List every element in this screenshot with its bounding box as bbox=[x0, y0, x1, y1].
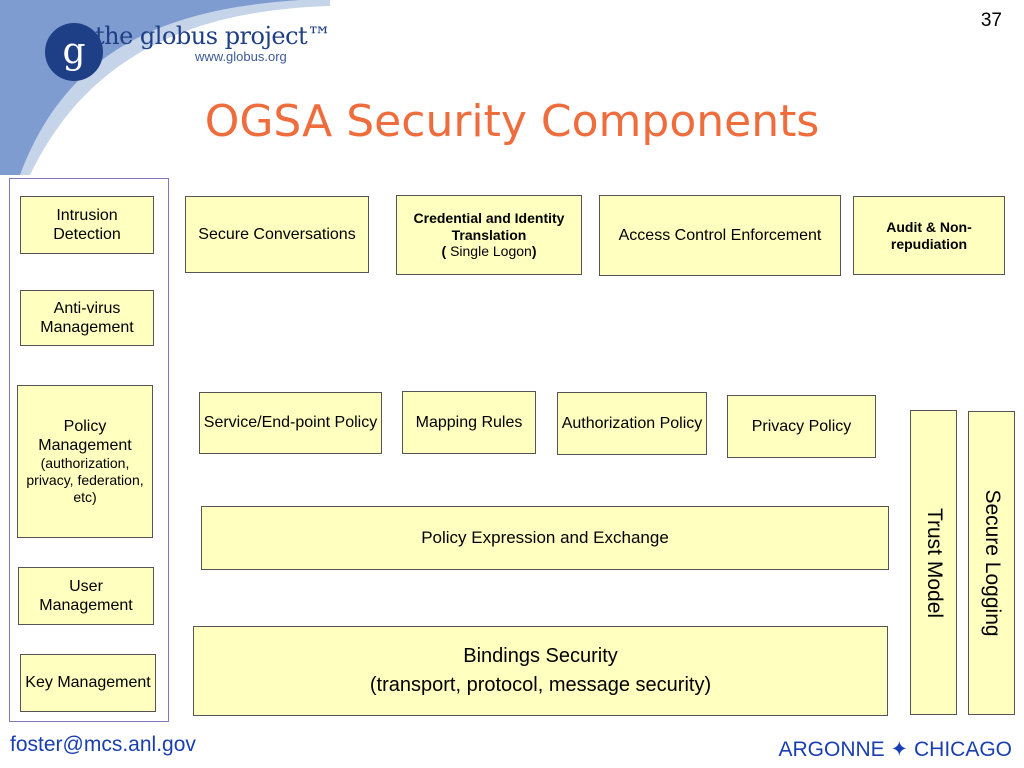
mapping-rules-box: Mapping Rules bbox=[402, 391, 536, 454]
service-endpoint-policy-box: Service/End-point Policy bbox=[199, 392, 382, 454]
bindings-security-detail: (transport, protocol, message security) bbox=[369, 674, 712, 696]
left-column-frame bbox=[9, 178, 169, 722]
logo-letter: g bbox=[62, 31, 85, 72]
bindings-security-box: Bindings Security (transport, protocol, … bbox=[193, 626, 888, 716]
intrusion-detection-box: Intrusion Detection bbox=[20, 196, 154, 254]
trust-model-box: Trust Model bbox=[910, 410, 957, 715]
trust-model-label: Trust Model bbox=[922, 507, 946, 618]
privacy-policy-label: Privacy Policy bbox=[751, 417, 852, 435]
service-endpoint-policy-label: Service/End-point Policy bbox=[203, 414, 378, 432]
audit-label: Audit & Non-repudiation bbox=[886, 218, 972, 252]
intrusion-detection-label: Intrusion Detection bbox=[53, 206, 121, 243]
slide-number: 37 bbox=[980, 10, 1002, 31]
antivirus-management-label: Anti-virus Management bbox=[40, 299, 134, 336]
antivirus-management-box: Anti-virus Management bbox=[20, 290, 154, 346]
bindings-security-label: Bindings Security bbox=[463, 645, 618, 667]
policy-exchange-label: Policy Expression and Exchange bbox=[421, 527, 669, 547]
user-management-label: User Management bbox=[39, 577, 133, 614]
footer-argonne: ARGONNE bbox=[778, 738, 885, 761]
key-management-label: Key Management bbox=[25, 674, 151, 692]
policy-management-label: Policy Management bbox=[38, 418, 132, 455]
mapping-rules-label: Mapping Rules bbox=[415, 413, 523, 431]
slide-title: OGSA Security Components bbox=[204, 96, 820, 147]
access-control-label: Access Control Enforcement bbox=[618, 226, 822, 244]
audit-box: Audit & Non-repudiation bbox=[853, 196, 1005, 275]
key-management-box: Key Management bbox=[20, 654, 156, 712]
privacy-policy-box: Privacy Policy bbox=[727, 395, 876, 458]
authorization-policy-label: Authorization Policy bbox=[561, 414, 703, 432]
single-logon-label: Single Logon bbox=[450, 243, 532, 260]
user-management-box: User Management bbox=[18, 567, 154, 625]
secure-logging-box: Secure Logging bbox=[968, 411, 1015, 715]
policy-exchange-box: Policy Expression and Exchange bbox=[201, 506, 889, 570]
footer-separator-icon: ✦ bbox=[890, 738, 909, 761]
access-control-box: Access Control Enforcement bbox=[599, 195, 841, 276]
secure-logging-label: Secure Logging bbox=[980, 489, 1004, 637]
footer-institutions: ARGONNE ✦ CHICAGO bbox=[779, 737, 1013, 762]
logo-name: the globus project™ bbox=[95, 22, 331, 50]
policy-management-detail: (authorization, privacy, federation, etc… bbox=[26, 455, 144, 506]
secure-conversations-box: Secure Conversations bbox=[185, 196, 369, 273]
footer-chicago: CHICAGO bbox=[913, 738, 1012, 761]
policy-management-box: Policy Management (authorization, privac… bbox=[17, 385, 153, 538]
credential-translation-box: Credential and Identity Translation ( Si… bbox=[396, 195, 582, 275]
logo-url: www.globus.org bbox=[195, 49, 287, 64]
secure-conversations-label: Secure Conversations bbox=[198, 225, 356, 243]
footer-email: foster@mcs.anl.gov bbox=[10, 733, 196, 756]
credential-translation-label: Credential and Identity Translation bbox=[413, 209, 565, 243]
authorization-policy-box: Authorization Policy bbox=[557, 392, 707, 455]
globus-logo-icon: g bbox=[45, 23, 103, 81]
